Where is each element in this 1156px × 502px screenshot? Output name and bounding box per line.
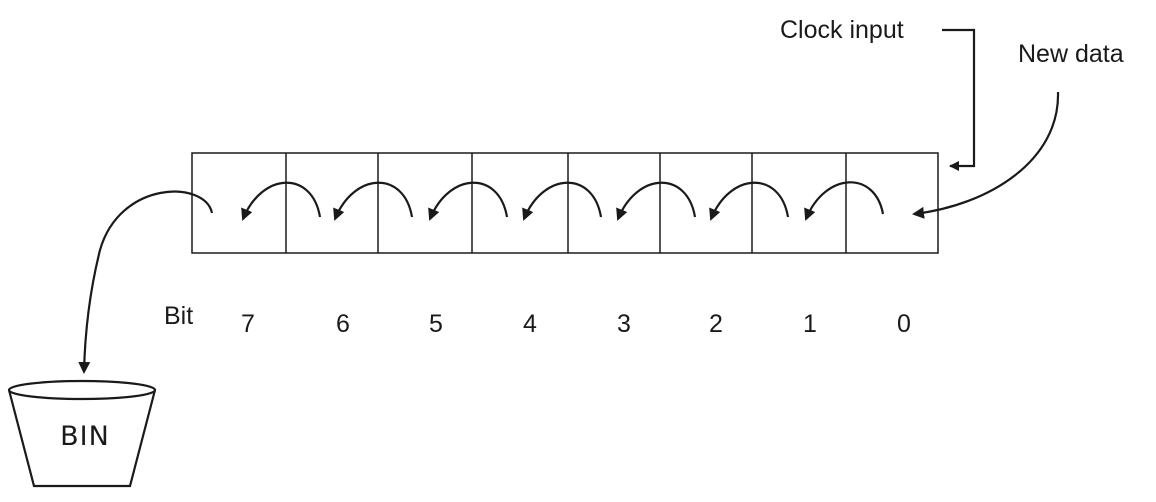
shift-arrow [333, 181, 414, 221]
shift-arrow [522, 181, 603, 221]
bin-icon [7, 379, 157, 488]
bit-number: 0 [897, 310, 911, 338]
bit-number: 5 [429, 310, 443, 338]
shift-arrow [804, 181, 885, 221]
register [191, 152, 939, 254]
bit-number: 1 [803, 310, 817, 338]
new-data-arrow [912, 91, 1060, 219]
bit-number: 7 [241, 310, 255, 338]
bit-label: Bit [164, 302, 193, 330]
register-outline [191, 152, 939, 254]
clock-input-line [942, 28, 976, 171]
discard-arrow [78, 190, 214, 374]
shift-arrow [709, 181, 790, 221]
shift-arrow [428, 181, 509, 221]
clock-input-label: Clock input [780, 16, 904, 44]
bit-number: 6 [336, 310, 350, 338]
shift-arrow [616, 181, 697, 221]
shift-arrow [241, 181, 322, 221]
new-data-label: New data [1018, 40, 1124, 68]
bit-number: 4 [523, 310, 537, 338]
bit-number: 2 [709, 310, 723, 338]
shift-arrows [241, 181, 885, 221]
bit-number: 3 [617, 310, 631, 338]
bin-label: BIN [60, 421, 110, 452]
